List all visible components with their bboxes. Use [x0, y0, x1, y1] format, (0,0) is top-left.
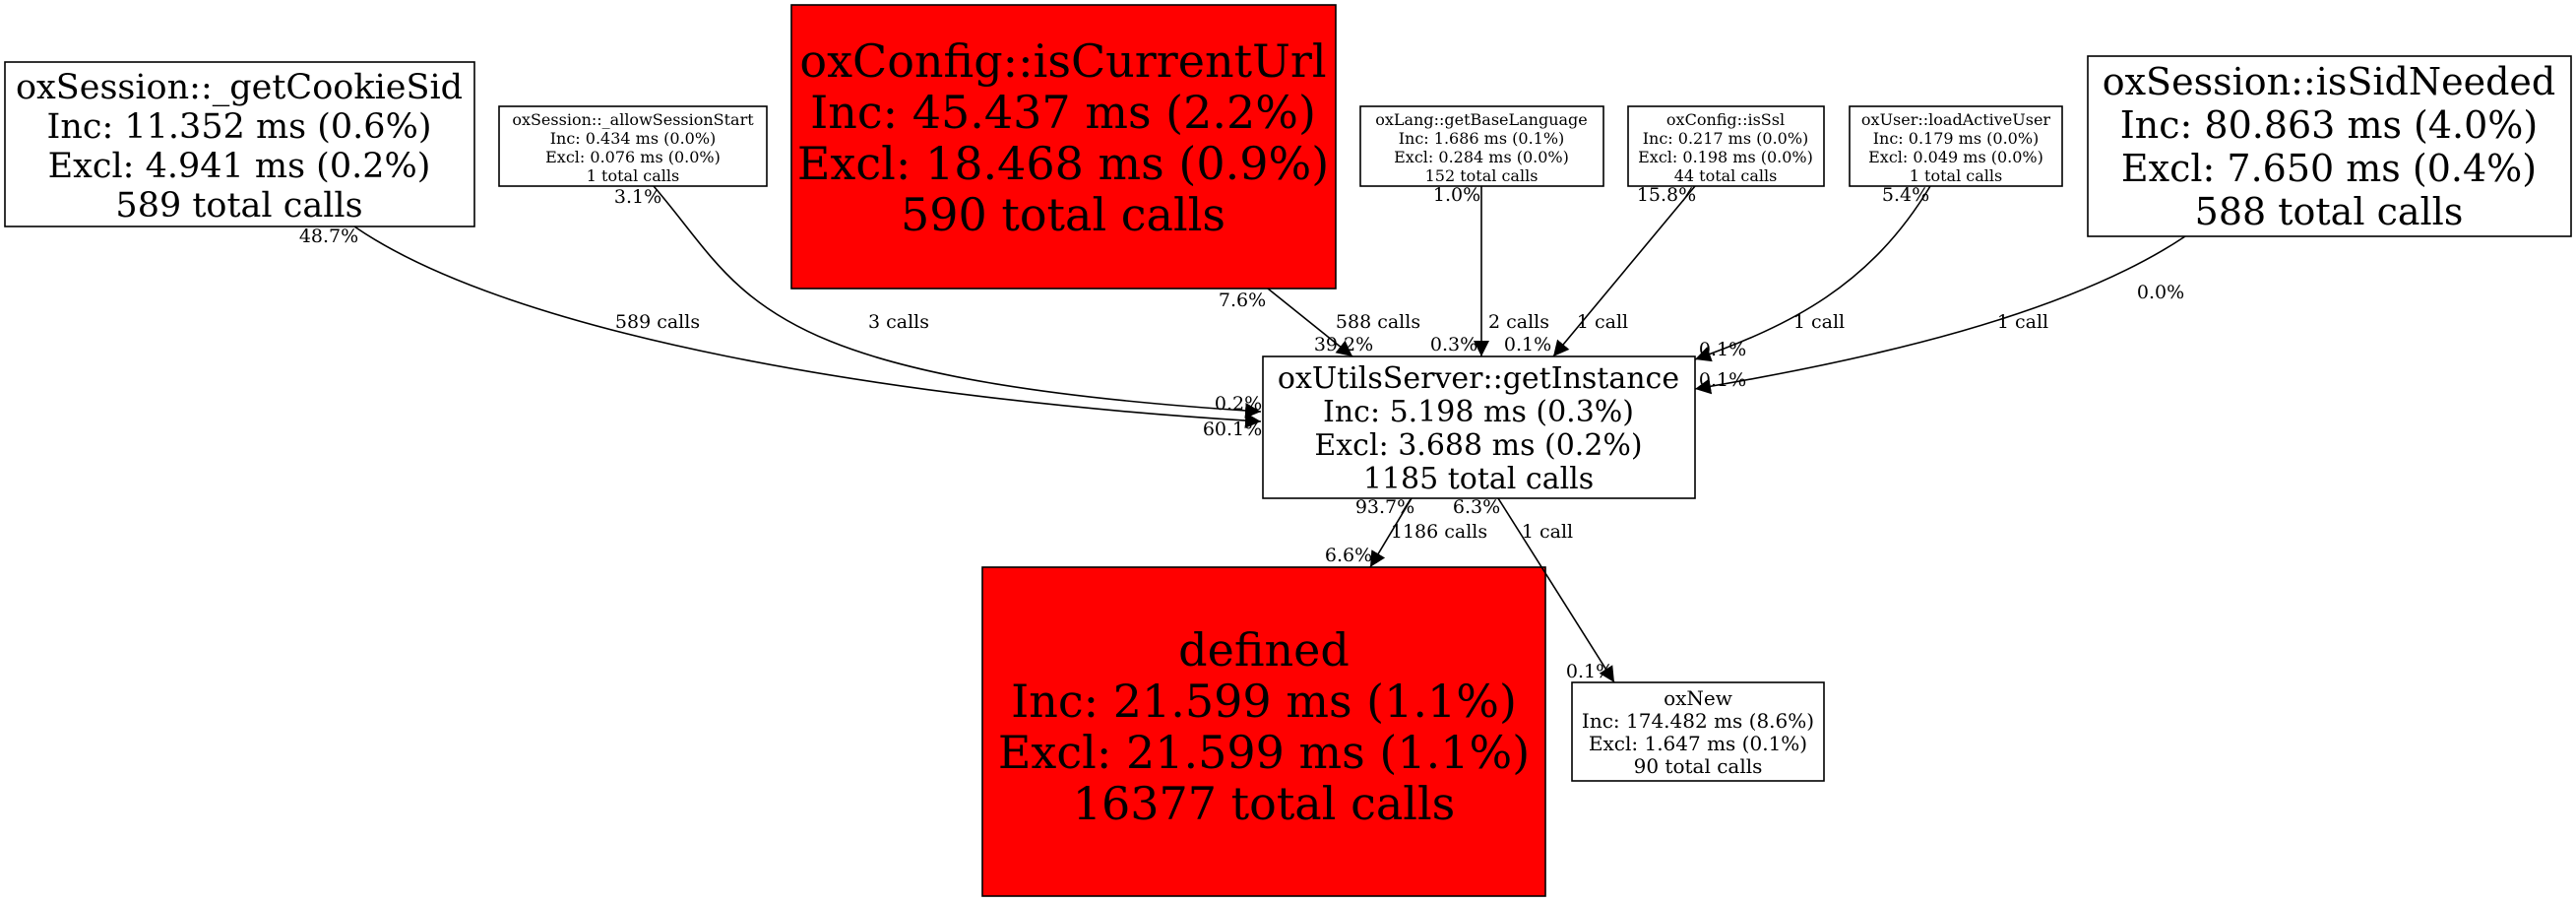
edge-tail-pct: 6.3%: [1453, 496, 1500, 518]
node-oxuser-loadactiveuser[interactable]: oxUser::loadActiveUser Inc: 0.179 ms (0.…: [1849, 105, 2063, 187]
edge-activeuser-getinstance: 5.4% 1 call 0.1%: [1694, 184, 1931, 362]
edge-head-pct: 0.1%: [1566, 661, 1613, 682]
node-exclusive: Excl: 0.049 ms (0.0%): [1868, 148, 2043, 166]
node-oxsession-allowsessionstart[interactable]: oxSession::_allowSessionStart Inc: 0.434…: [498, 105, 768, 187]
node-exclusive: Excl: 0.284 ms (0.0%): [1394, 148, 1569, 166]
node-oxutilsserver-getinstance[interactable]: oxUtilsServer::getInstance Inc: 5.198 ms…: [1262, 355, 1696, 499]
edge-tail-pct: 0.0%: [2137, 282, 2184, 303]
edge-head-pct: 0.3%: [1430, 334, 1477, 355]
node-name: oxSession::_allowSessionStart: [512, 110, 754, 129]
edge-baselanguage-getinstance: 1.0% 2 calls 0.3%: [1430, 184, 1549, 356]
node-calls: 590 total calls: [901, 188, 1225, 241]
edge-calls-label: 588 calls: [1336, 311, 1420, 333]
node-oxnew[interactable]: oxNew Inc: 174.482 ms (8.6%) Excl: 1.647…: [1571, 681, 1825, 782]
edge-tail-pct: 3.1%: [614, 186, 661, 208]
edge-head-pct: 39.2%: [1314, 334, 1373, 355]
node-calls: 44 total calls: [1674, 166, 1778, 185]
node-exclusive: Excl: 4.941 ms (0.2%): [48, 147, 431, 186]
node-name: defined: [1178, 623, 1350, 677]
node-exclusive: Excl: 0.198 ms (0.0%): [1638, 148, 1813, 166]
edge-tail-pct: 93.7%: [1355, 496, 1414, 518]
node-inclusive: Inc: 0.434 ms (0.0%): [550, 129, 717, 148]
edge-calls-label: 1 call: [1577, 311, 1628, 333]
node-oxsession-issidneeded[interactable]: oxSession::isSidNeeded Inc: 80.863 ms (4…: [2087, 55, 2572, 237]
node-inclusive: Inc: 80.863 ms (4.0%): [2120, 103, 2539, 147]
edge-currenturl-getinstance: 7.6% 588 calls 39.2%: [1219, 288, 1420, 357]
node-calls: 589 total calls: [115, 186, 362, 226]
edge-calls-label: 1 call: [1522, 521, 1573, 543]
node-inclusive: Inc: 5.198 ms (0.3%): [1323, 395, 1634, 429]
node-inclusive: Inc: 174.482 ms (8.6%): [1582, 709, 1814, 733]
node-oxconfig-iscurrenturl[interactable]: oxConfig::isCurrentUrl Inc: 45.437 ms (2…: [790, 4, 1337, 290]
edge-getinstance-defined: 93.7% 1186 calls 6.6%: [1325, 496, 1487, 568]
node-exclusive: Excl: 0.076 ms (0.0%): [545, 148, 721, 166]
edge-head-pct: 0.1%: [1699, 339, 1746, 360]
node-exclusive: Excl: 3.688 ms (0.2%): [1314, 428, 1642, 463]
edge-head-pct: 60.1%: [1203, 419, 1262, 440]
node-calls: 90 total calls: [1634, 754, 1763, 778]
edge-head-pct: 0.1%: [1504, 334, 1551, 355]
edge-tail-pct: 5.4%: [1882, 184, 1929, 206]
node-inclusive: Inc: 0.217 ms (0.0%): [1643, 129, 1809, 148]
node-name: oxConfig::isCurrentUrl: [799, 34, 1326, 88]
edge-getinstance-oxnew: 6.3% 1 call 0.1%: [1453, 496, 1615, 683]
node-oxsession-getcookiesid[interactable]: oxSession::_getCookieSid Inc: 11.352 ms …: [4, 61, 475, 227]
node-oxlang-getbaselanguage[interactable]: oxLang::getBaseLanguage Inc: 1.686 ms (0…: [1359, 105, 1604, 187]
node-calls: 1 total calls: [1910, 166, 2002, 185]
node-name: oxSession::isSidNeeded: [2103, 60, 2555, 103]
edge-calls-label: 2 calls: [1488, 311, 1549, 333]
edge-sidneeded-getinstance: 0.0% 1 call 0.1%: [1694, 235, 2186, 395]
edge-cookiesid-getinstance: 48.7% 589 calls 60.1%: [299, 226, 1262, 440]
node-inclusive: Inc: 45.437 ms (2.2%): [810, 86, 1316, 139]
edge-tail-pct: 15.8%: [1637, 184, 1696, 206]
node-exclusive: Excl: 18.468 ms (0.9%): [797, 137, 1329, 190]
node-oxconfig-isssl[interactable]: oxConfig::isSsl Inc: 0.217 ms (0.0%) Exc…: [1627, 105, 1825, 187]
node-inclusive: Inc: 11.352 ms (0.6%): [47, 107, 432, 147]
node-exclusive: Excl: 7.650 ms (0.4%): [2121, 147, 2537, 190]
edge-calls-label: 1 call: [1793, 311, 1845, 333]
node-calls: 16377 total calls: [1073, 777, 1456, 830]
edge-allowsession-getinstance: 3.1% 3 calls 0.2%: [614, 185, 1262, 419]
edge-tail-pct: 7.6%: [1219, 290, 1266, 311]
edge-calls-label: 589 calls: [615, 311, 700, 333]
edge-tail-pct: 1.0%: [1433, 184, 1480, 206]
node-exclusive: Excl: 21.599 ms (1.1%): [998, 726, 1530, 779]
node-name: oxNew: [1664, 686, 1732, 710]
node-calls: 588 total calls: [2195, 190, 2464, 233]
edge-isssl-getinstance: 15.8% 1 call 0.1%: [1504, 184, 1696, 357]
node-name: oxConfig::isSsl: [1666, 110, 1785, 129]
node-exclusive: Excl: 1.647 ms (0.1%): [1589, 732, 1807, 755]
node-calls: 152 total calls: [1425, 166, 1539, 185]
edge-tail-pct: 48.7%: [299, 226, 358, 247]
edge-head-pct: 0.2%: [1215, 393, 1262, 415]
edge-calls-label: 1186 calls: [1391, 521, 1487, 543]
node-inclusive: Inc: 1.686 ms (0.1%): [1399, 129, 1565, 148]
node-calls: 1185 total calls: [1363, 462, 1594, 496]
node-defined[interactable]: defined Inc: 21.599 ms (1.1%) Excl: 21.5…: [981, 566, 1546, 897]
node-name: oxLang::getBaseLanguage: [1375, 110, 1588, 129]
edge-head-pct: 0.1%: [1699, 369, 1746, 391]
edge-calls-label: 3 calls: [868, 311, 929, 333]
edge-head-pct: 6.6%: [1325, 545, 1372, 566]
node-name: oxSession::_getCookieSid: [16, 68, 463, 107]
node-inclusive: Inc: 0.179 ms (0.0%): [1873, 129, 2040, 148]
edge-calls-label: 1 call: [1997, 311, 2048, 333]
node-calls: 1 total calls: [587, 166, 679, 185]
node-name: oxUtilsServer::getInstance: [1278, 361, 1679, 396]
node-name: oxUser::loadActiveUser: [1861, 110, 2051, 129]
node-inclusive: Inc: 21.599 ms (1.1%): [1011, 675, 1517, 728]
